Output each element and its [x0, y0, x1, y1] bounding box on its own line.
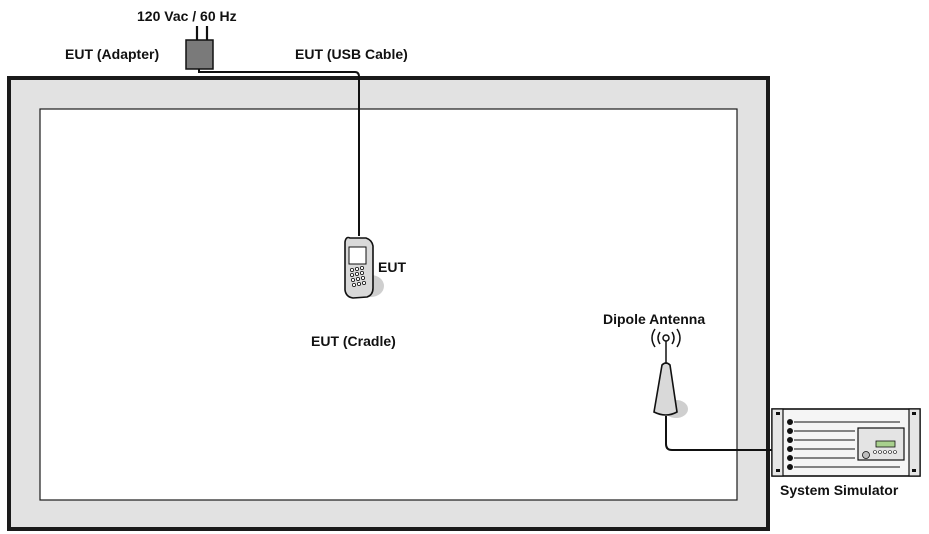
- usb-cable-label: EUT (USB Cable): [295, 47, 408, 61]
- simulator-label: System Simulator: [780, 483, 898, 497]
- antenna-label: Dipole Antenna: [603, 312, 705, 326]
- eut-label: EUT: [378, 260, 406, 274]
- adapter-plug-prongs: [197, 26, 207, 41]
- system-simulator-icon: [772, 409, 920, 476]
- chamber-inner: [40, 109, 737, 500]
- adapter-icon: [186, 40, 213, 69]
- power-source-label: 120 Vac / 60 Hz: [137, 9, 237, 23]
- adapter-label: EUT (Adapter): [65, 47, 159, 61]
- cradle-label: EUT (Cradle): [311, 334, 396, 348]
